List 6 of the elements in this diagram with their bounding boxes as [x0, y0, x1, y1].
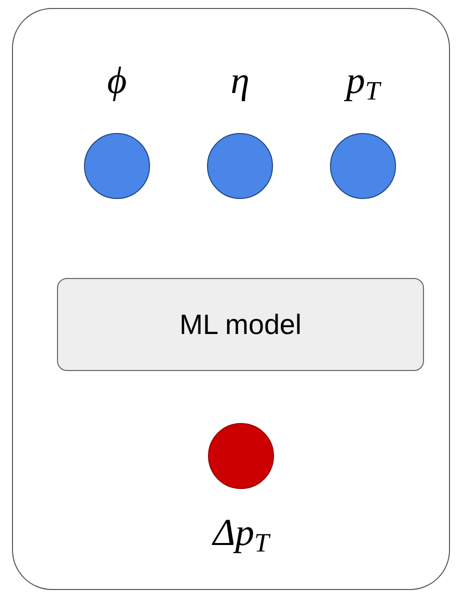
panel-background [12, 8, 450, 590]
math-label: η [230, 59, 250, 103]
math-label: p$_{T}$ [346, 59, 380, 103]
model-box: ML model [57, 278, 424, 371]
math-label: Δp$_{T}$ [212, 511, 270, 555]
math-label: ϕ [107, 59, 127, 103]
